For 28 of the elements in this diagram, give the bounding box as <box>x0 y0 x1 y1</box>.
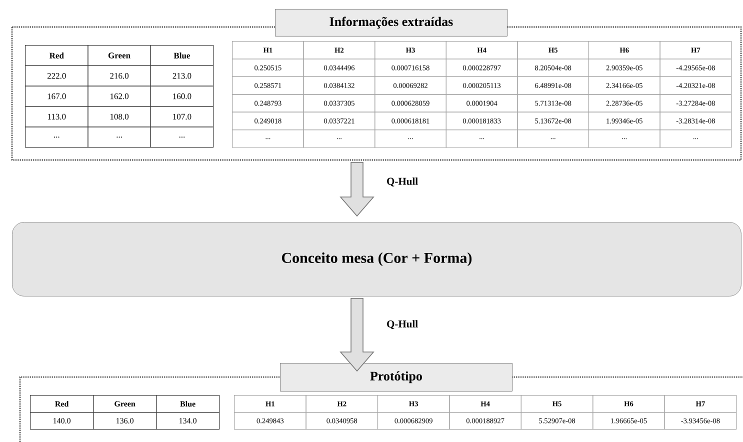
header-cell: Red <box>30 395 94 413</box>
header-cell: Green <box>93 395 157 413</box>
table-cell: 167.0 <box>25 86 88 107</box>
edge-label: Q-Hull <box>387 320 418 330</box>
block-arrow <box>340 298 374 372</box>
table-cell: 107.0 <box>150 106 214 128</box>
table-cell: 108.0 <box>88 106 151 128</box>
table-cell: ... <box>150 126 214 148</box>
table-cell: 113.0 <box>25 106 88 128</box>
table-cell: 136.0 <box>93 412 157 430</box>
table-cell: ... <box>88 126 151 148</box>
header-cell: Green <box>88 45 151 66</box>
table-cell: 222.0 <box>25 65 88 86</box>
table-cell: 162.0 <box>88 86 151 107</box>
table-cell: 134.0 <box>156 412 220 430</box>
title-tab: Protótipo <box>280 363 512 392</box>
table-cell: 216.0 <box>88 65 151 86</box>
table-cell: ... <box>25 126 88 148</box>
concept-box: Conceito mesa (Cor + Forma) <box>12 222 742 296</box>
header-cell: Red <box>25 45 88 66</box>
header-cell: Blue <box>150 45 214 66</box>
table-cell: 140.0 <box>30 412 94 430</box>
table-cell: 160.0 <box>150 86 214 107</box>
header-cell: Blue <box>156 395 220 413</box>
table-cell: 213.0 <box>150 65 214 86</box>
edge-label: Q-Hull <box>387 177 418 186</box>
block-arrow <box>340 162 374 217</box>
title-tab: Informações extraídas <box>275 9 508 36</box>
